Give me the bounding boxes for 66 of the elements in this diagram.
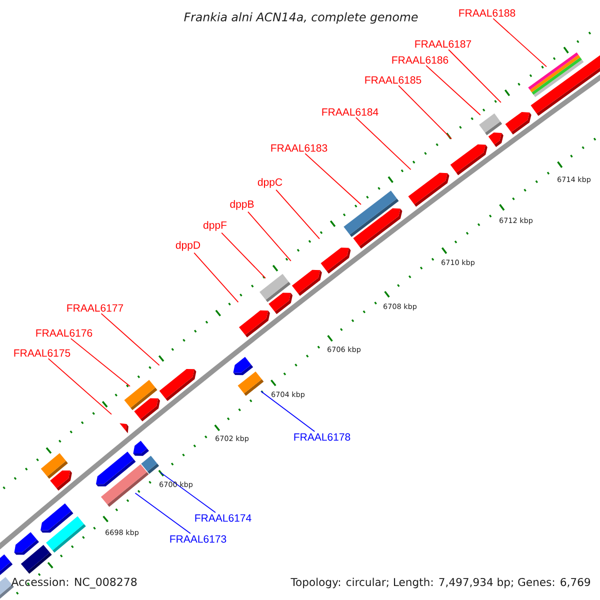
- gene-block: [505, 112, 532, 135]
- leader-line: [248, 211, 292, 262]
- gene-block: [260, 274, 291, 302]
- gene-label: FRAAL6186: [392, 56, 448, 64]
- gene-bar: [528, 52, 584, 98]
- gene-block: [14, 532, 39, 555]
- leader-line: [398, 85, 452, 140]
- gene-block: [239, 310, 270, 338]
- leader-line: [70, 338, 130, 387]
- leader-line: [304, 153, 362, 205]
- gene-block: [50, 470, 72, 491]
- gene-block: [40, 503, 74, 533]
- leader-line: [160, 472, 216, 513]
- gene-label: dppB: [230, 200, 254, 210]
- gene-label: FRAAL6184: [322, 108, 378, 116]
- gene-label: FRAAL6187: [415, 40, 472, 48]
- gene-label: FRAAL6176: [36, 329, 92, 337]
- leader-line: [448, 49, 502, 103]
- gene-label: FRAAL6183: [271, 144, 328, 152]
- leader-line: [221, 232, 266, 279]
- gene-block: [20, 544, 52, 574]
- gene-block: [479, 113, 502, 136]
- gene-label: dppD: [176, 241, 200, 251]
- gene-block: [120, 423, 128, 434]
- leader-line: [134, 492, 191, 534]
- gene-block: [134, 398, 160, 422]
- gene-block: [320, 248, 351, 274]
- gene-block: [344, 190, 399, 238]
- gene-label: FRAAL6178: [294, 433, 350, 441]
- leader-line: [276, 189, 320, 240]
- gene-block: [159, 369, 196, 402]
- gene-block: [450, 144, 488, 176]
- gene-label: FRAAL6177: [67, 304, 124, 312]
- gene-block: [268, 292, 293, 314]
- gene-label: FRAAL6174: [195, 514, 252, 522]
- title: Frankia alni ACN14a, complete genome: [184, 12, 418, 24]
- leader-line: [194, 252, 239, 303]
- gene-block: [238, 371, 264, 396]
- leader-line: [492, 18, 547, 68]
- gene-block: [233, 356, 254, 376]
- gene-block: [96, 452, 136, 486]
- leader-line: [355, 117, 412, 170]
- gene-block: [141, 456, 160, 474]
- gene-block: [353, 208, 402, 249]
- gene-label: FRAAL6188: [459, 9, 516, 17]
- info-text: Topology: circular; Length: 7,497,934 bp; Genes: 6,769: [290, 578, 590, 588]
- gene-label: dppC: [258, 178, 282, 188]
- gene-label: FRAAL6173: [170, 535, 226, 543]
- leader-line: [426, 65, 481, 116]
- gene-block: [100, 464, 149, 507]
- gene-block: [530, 52, 600, 116]
- gene-block: [292, 270, 322, 296]
- gene-block: [488, 132, 504, 147]
- gene-label: FRAAL6185: [365, 76, 422, 84]
- leader-line: [48, 358, 112, 415]
- info-text: Accession: NC_008278: [11, 578, 137, 588]
- gene-block: [0, 554, 13, 576]
- gene-block: [408, 172, 450, 207]
- gene-block: [124, 380, 158, 410]
- gene-block: [46, 516, 86, 553]
- leader-line: [100, 313, 160, 366]
- gene-block: [40, 453, 68, 479]
- gene-block: [133, 440, 149, 456]
- gene-label: FRAAL6175: [14, 349, 70, 357]
- gene-label: dppF: [203, 221, 227, 231]
- leader-line: [260, 390, 316, 432]
